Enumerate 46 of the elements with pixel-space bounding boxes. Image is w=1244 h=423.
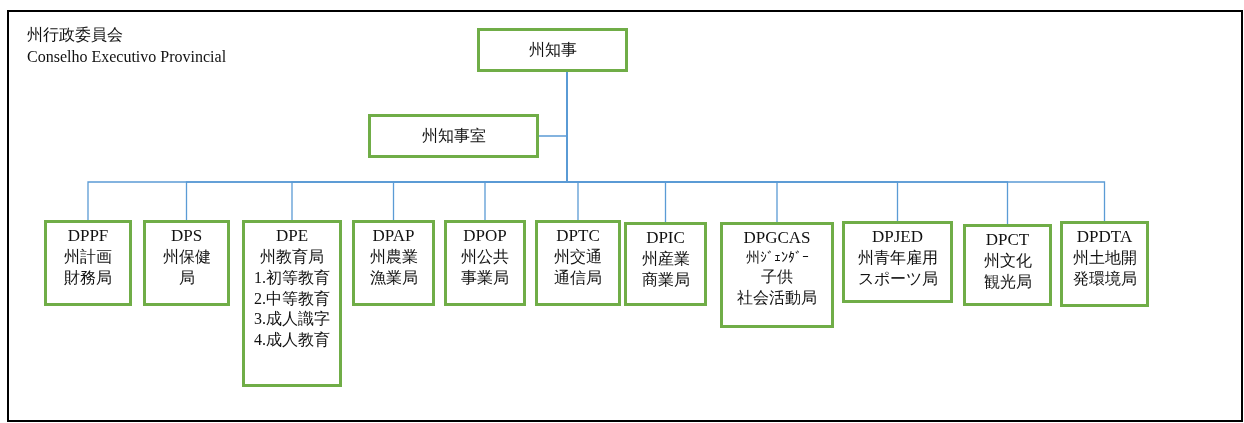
department-name: 州土地開発環境局: [1072, 248, 1137, 289]
department-box: [143, 220, 230, 306]
department-name: 州保健局: [162, 247, 211, 288]
department-code: DPE: [275, 225, 309, 247]
department-code: DPIC: [646, 227, 685, 249]
frame: [7, 10, 1243, 422]
department-name: 州青年雇用スポーツ局: [857, 248, 938, 289]
department-code: DPCT: [985, 229, 1030, 251]
department-code: DPGCAS: [743, 227, 811, 249]
department-code: DPS: [170, 225, 203, 247]
department-box: [624, 222, 707, 306]
department-box: [842, 221, 953, 303]
section-name: 1.初等教育: [254, 267, 330, 288]
department-code: DPTC: [556, 225, 600, 247]
department-box: [720, 222, 834, 328]
department-name: 州公共事業局: [461, 247, 509, 288]
department-box: [44, 220, 132, 306]
section-name: 3.成人識字: [254, 309, 330, 330]
department-code: DPJED: [872, 226, 923, 248]
department-name: 州交通通信局: [554, 247, 602, 288]
department-name: 州文化観光局: [983, 251, 1032, 292]
department-code: DPDTA: [1076, 226, 1133, 248]
department-box: [444, 220, 526, 306]
box-label: 州知事: [528, 39, 577, 60]
department-box: [242, 220, 342, 387]
section-name: 社会活動局: [737, 288, 817, 309]
section-name: 2.中等教育: [254, 288, 330, 309]
frame-heading: 州行政委員会: [27, 25, 123, 45]
department-code: DPAP: [372, 225, 415, 247]
box-label: 州知事室: [421, 125, 486, 146]
section-name: 子供: [761, 267, 793, 288]
office-box: [477, 28, 628, 72]
department-name: 州農業漁業局: [369, 247, 418, 288]
office-box: [368, 114, 539, 158]
department-name: 州教育局: [260, 247, 324, 268]
department-name: 州ｼﾞｪﾝﾀﾞｰ: [745, 249, 809, 268]
department-code: DPPF: [67, 225, 109, 247]
department-code: DPOP: [463, 225, 507, 247]
department-name: 州産業商業局: [641, 249, 690, 290]
section-name: 4.成人教育: [254, 330, 330, 351]
department-name: 州計画財務局: [64, 247, 112, 288]
frame-heading: Conselho Executivo Provincial: [27, 47, 227, 67]
department-box: [352, 220, 435, 306]
department-box: [535, 220, 621, 306]
department-box: [1060, 221, 1149, 307]
department-box: [963, 224, 1052, 306]
